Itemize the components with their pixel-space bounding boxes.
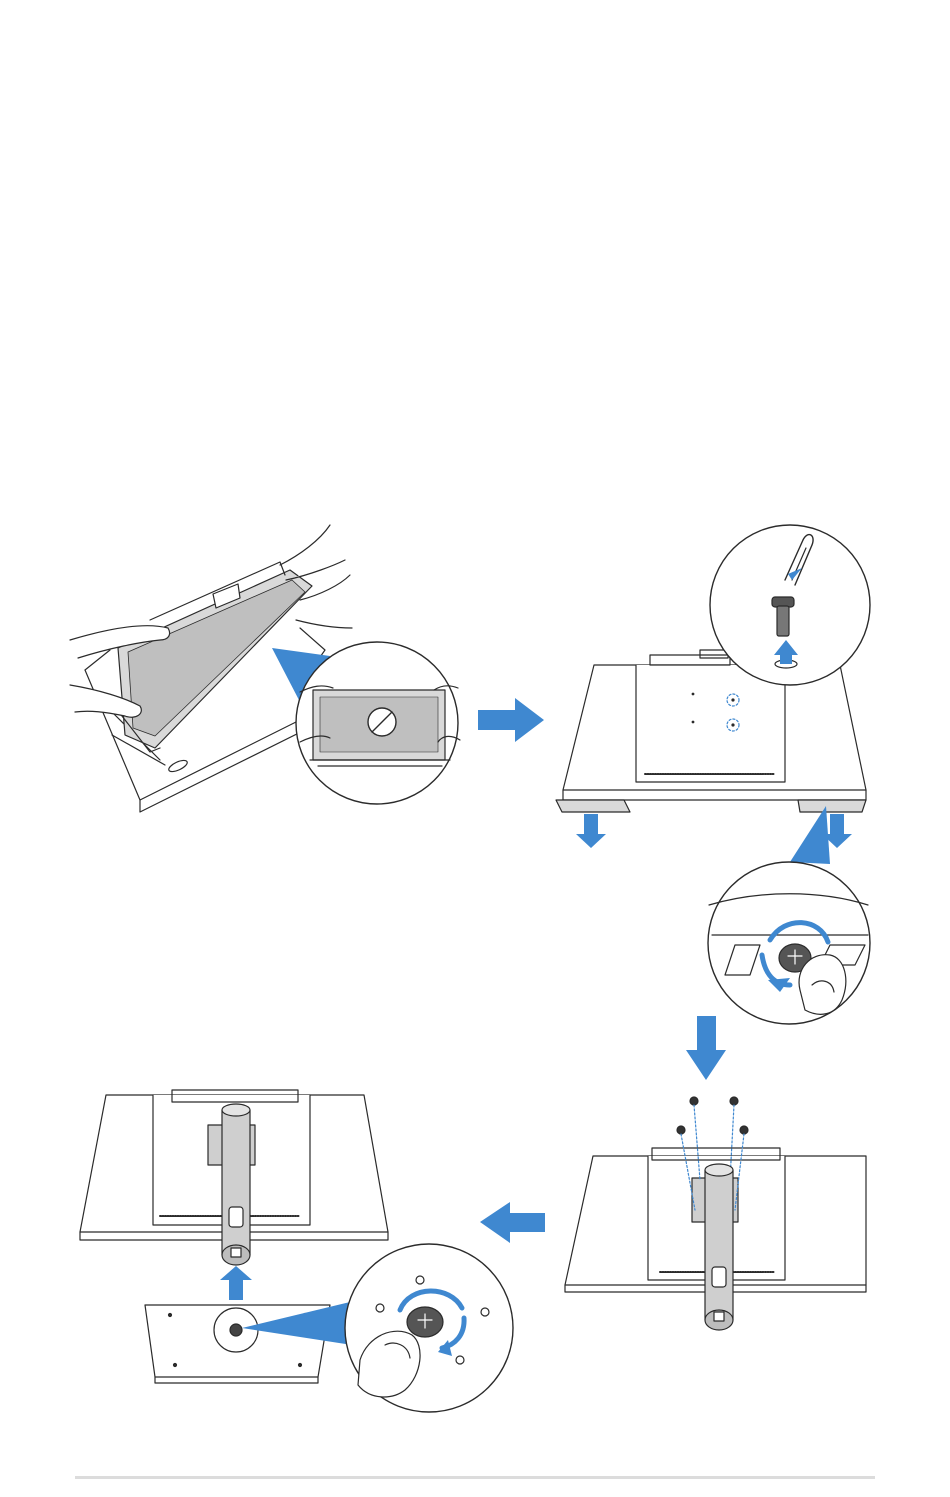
down-arrow-icon	[576, 814, 606, 848]
thumb-icon	[799, 955, 846, 1015]
magnifier-callout	[345, 1244, 513, 1412]
step-4-attach-arm-with-screws	[565, 1097, 866, 1330]
left-arrow-icon	[480, 1202, 545, 1243]
magnifier-callout	[710, 525, 870, 685]
magnifier-callout	[296, 642, 460, 804]
footer-rule	[75, 1476, 875, 1479]
down-arrow-icon	[686, 1016, 726, 1080]
step-5-attach-base	[80, 1090, 513, 1412]
step-2-remove-rubber-cover-and-feet	[556, 525, 870, 864]
stand-arm-icon	[705, 1164, 733, 1330]
up-arrow-icon	[220, 1266, 252, 1300]
right-arrow-icon	[478, 698, 544, 742]
magnifier-callout	[708, 862, 870, 1024]
no-touch-screen-icon	[368, 708, 396, 736]
stand-arm-icon	[222, 1104, 250, 1265]
thumb-screw-icon	[407, 1307, 443, 1337]
callout-pointer	[790, 806, 830, 864]
step-1-remove-from-carton	[70, 525, 460, 812]
step-3-loosen-foot-screw	[708, 862, 870, 1024]
